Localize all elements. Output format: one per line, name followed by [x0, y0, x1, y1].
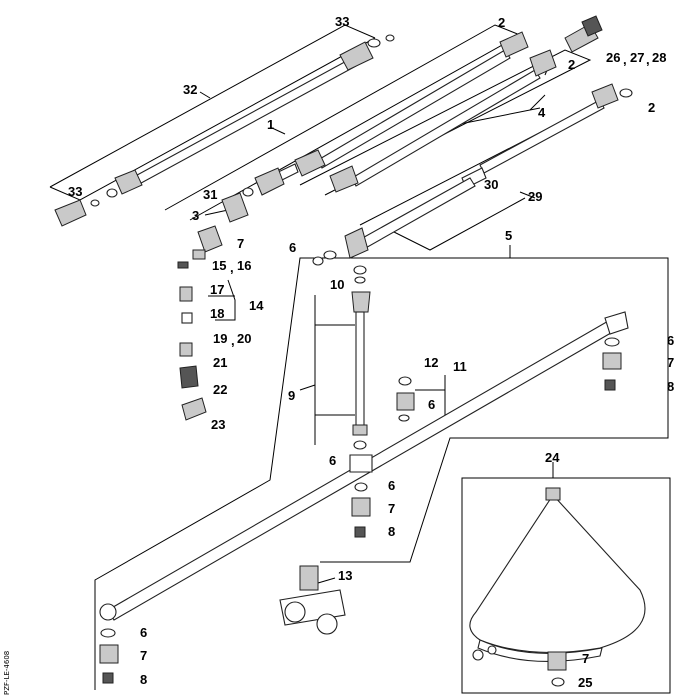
label-24: 24 [545, 450, 560, 465]
label-32: 32 [183, 82, 197, 97]
label-8: 8 [140, 672, 147, 687]
fitting-11 [396, 376, 415, 422]
lance-1 [221, 31, 529, 223]
label-15: 15 [212, 258, 226, 273]
diagram-code: PZF-LE-4608 [3, 651, 11, 695]
label-33: 33 [68, 184, 82, 199]
comma: , [231, 333, 235, 348]
label-20: 20 [237, 331, 251, 346]
label-3: 3 [192, 208, 199, 223]
label-27: 27 [630, 50, 644, 65]
label-22: 22 [213, 382, 227, 397]
label-31: 31 [203, 187, 217, 202]
handle-29 [312, 177, 476, 266]
label-9: 9 [288, 388, 295, 403]
label-6: 6 [140, 625, 147, 640]
clamp-13 [279, 565, 346, 635]
label-25: 25 [578, 675, 592, 690]
label-11: 11 [453, 359, 467, 374]
label-30: 30 [484, 177, 498, 192]
label-13: 13 [338, 568, 352, 583]
label-7: 7 [582, 651, 589, 666]
label-2: 2 [498, 15, 505, 30]
label-7: 7 [388, 501, 395, 516]
label-14: 14 [249, 298, 264, 313]
label-26: 26 [606, 50, 620, 65]
label-6: 6 [329, 453, 336, 468]
lance-32 [54, 34, 395, 227]
comma: , [623, 52, 627, 67]
nozzle-26-27-28 [564, 15, 603, 53]
label-6: 6 [428, 397, 435, 412]
label-8: 8 [388, 524, 395, 539]
lance-2 [329, 49, 557, 193]
label-6: 6 [667, 333, 674, 348]
label-16: 16 [237, 258, 251, 273]
comma: , [646, 52, 650, 67]
label-4: 4 [538, 105, 546, 120]
label-7: 7 [140, 648, 147, 663]
label-21: 21 [213, 355, 227, 370]
label-6: 6 [388, 478, 395, 493]
label-23: 23 [211, 417, 225, 432]
label-7: 7 [667, 355, 674, 370]
label-7: 7 [237, 236, 244, 251]
label-8: 8 [667, 379, 674, 394]
label-1: 1 [267, 117, 274, 132]
label-28: 28 [652, 50, 666, 65]
leader-lines [49, 24, 671, 694]
label-33: 33 [335, 14, 349, 29]
label-18: 18 [210, 306, 224, 321]
callouts: 33 2 2 2 26 , 27 , 28 32 1 4 30 29 33 31… [68, 14, 674, 690]
label-19: 19 [213, 331, 227, 346]
label-6: 6 [289, 240, 296, 255]
label-29: 29 [528, 189, 542, 204]
label-5: 5 [505, 228, 512, 243]
nozzle-stack [177, 225, 223, 421]
label-10: 10 [330, 277, 344, 292]
rod-9 [349, 265, 373, 538]
comma: , [230, 260, 234, 275]
shield-24 [469, 487, 646, 687]
label-2: 2 [648, 100, 655, 115]
label-2: 2 [568, 57, 575, 72]
label-12: 12 [424, 355, 438, 370]
label-17: 17 [210, 282, 224, 297]
